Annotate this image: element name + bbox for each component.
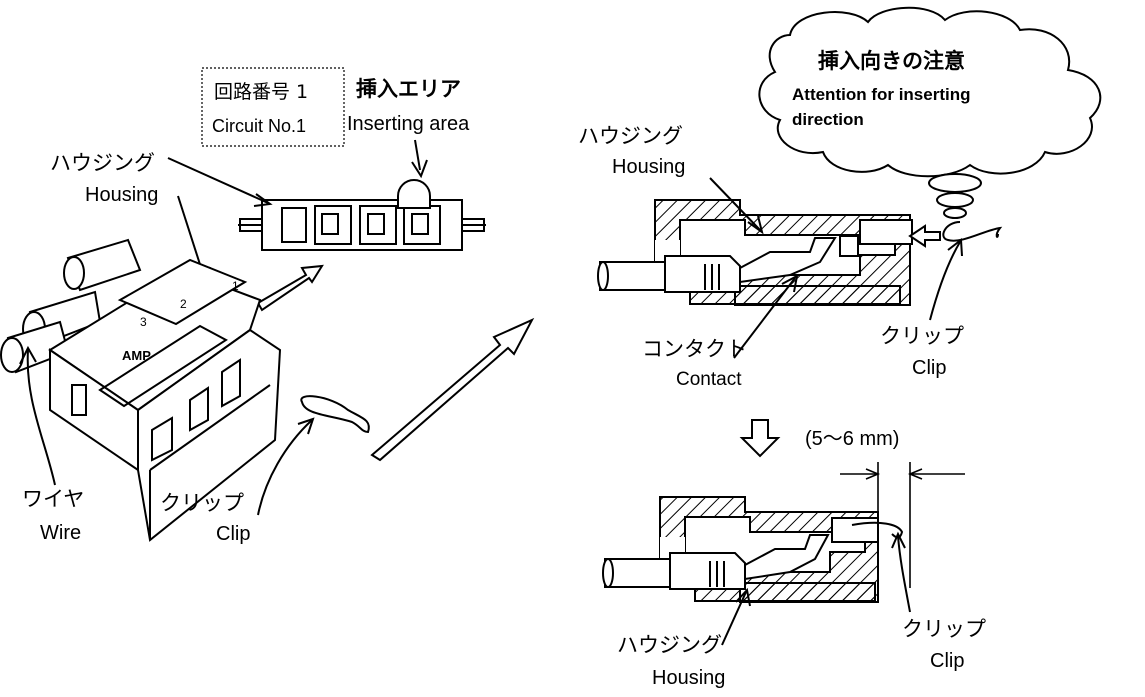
housing-top-view — [238, 179, 486, 251]
left-clip-jp: クリップ — [160, 491, 244, 515]
attention-jp: 挿入向きの注意 — [818, 49, 965, 73]
inserting-area-en: Inserting area — [347, 113, 470, 135]
down-arrow — [739, 419, 781, 458]
left-housing-en: Housing — [85, 184, 158, 206]
contact-en: Contact — [676, 369, 742, 390]
wire-jp: ワイヤ — [22, 487, 84, 511]
bottom-housing-leader — [721, 587, 751, 646]
wire-leader — [19, 345, 56, 486]
top-clip-leader — [929, 238, 963, 321]
bottom-clip-jp: クリップ — [902, 617, 986, 641]
left-clip-leader — [257, 417, 315, 516]
inserting-area-leader — [414, 139, 421, 171]
circuit-number-jp: 回路番号 1 — [214, 81, 308, 103]
left-clip-shape — [300, 395, 370, 434]
bottom-clip-en: Clip — [930, 650, 964, 672]
top-housing-jp: ハウジング — [578, 124, 683, 148]
top-clip-shape — [942, 221, 1003, 242]
circuit-number-box: 回路番号 1 Circuit No.1 — [201, 67, 345, 147]
arrow-to-top-view — [256, 264, 324, 312]
mark-1: 1 — [232, 279, 239, 293]
left-clip-en: Clip — [216, 523, 250, 545]
bottom-housing-en: Housing — [652, 667, 725, 689]
top-clip-en: Clip — [912, 357, 946, 379]
inserting-area-arrowhead — [411, 159, 428, 179]
inserting-area-jp: 挿入エリア — [356, 77, 461, 101]
attention-en-line2: direction — [792, 110, 864, 129]
top-housing-en: Housing — [612, 156, 685, 178]
connector-markings: 1 2 3 AMP — [122, 279, 239, 363]
dimension-label: (5～6 mm) — [805, 428, 899, 450]
mark-brand: AMP — [122, 348, 151, 363]
mark-3: 3 — [140, 315, 147, 329]
cross-section-before — [597, 199, 941, 306]
contact-leader — [733, 274, 799, 359]
bottom-housing-jp: ハウジング — [617, 633, 722, 657]
cross-section-after — [602, 496, 904, 603]
mark-2: 2 — [180, 297, 187, 311]
top-clip-jp: クリップ — [880, 324, 964, 348]
circuit-number-en: Circuit No.1 — [212, 116, 306, 136]
bottom-clip-leader — [891, 531, 911, 613]
contact-jp: コンタクト — [642, 337, 747, 361]
main-transition-arrow — [370, 317, 535, 462]
attention-en-line1: Attention for inserting — [792, 85, 970, 104]
wire-en: Wire — [40, 522, 81, 544]
attention-cloud — [758, 6, 1102, 219]
left-housing-jp: ハウジング — [50, 151, 155, 175]
